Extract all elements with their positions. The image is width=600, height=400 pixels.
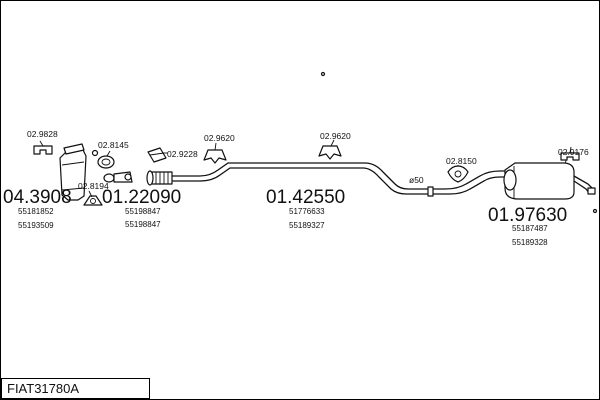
hanger-02-9228-tab	[149, 152, 165, 156]
oem-number: 55187487	[512, 224, 548, 233]
hanger-02-8194	[83, 195, 103, 206]
rubber-ring-02-8150	[447, 165, 469, 183]
oem-number: 51776633	[289, 207, 325, 216]
leader-line	[569, 146, 572, 154]
silencer-endcap	[503, 169, 517, 191]
pipe-flange	[427, 186, 434, 197]
front-pipe-lower	[170, 167, 430, 195]
bolt	[320, 71, 326, 77]
part-number: 01.22090	[102, 187, 181, 208]
callout-label: 02.9828	[27, 129, 58, 139]
callout-label: 02.9228	[167, 149, 198, 159]
part-number: 01.42550	[266, 187, 345, 208]
callout-label: 02.8194	[78, 181, 109, 191]
hanger-02-9228	[147, 147, 167, 163]
part-number: 01.97630	[488, 205, 567, 226]
rear-silencer	[504, 162, 575, 200]
part-number: 04.3908	[3, 187, 72, 208]
clamp-02-8145	[97, 155, 115, 169]
oem-number: 55189327	[289, 221, 325, 230]
pipe-diameter-label: ø50	[409, 175, 424, 185]
hanger-02-9176	[560, 152, 580, 161]
callout-label: 02.9176	[558, 147, 589, 157]
reference-box: FIAT31780A	[1, 378, 150, 399]
flex-pipe	[146, 170, 173, 186]
leader-line	[214, 142, 217, 151]
bolt	[592, 208, 598, 214]
oem-number: 55198847	[125, 220, 161, 229]
front-pipe-upper	[170, 162, 430, 190]
leader-line	[330, 139, 335, 147]
stub-hole	[124, 173, 132, 181]
leader-line	[39, 140, 44, 147]
hanger-02-9828	[33, 145, 53, 155]
rear-pipe-upper	[430, 170, 510, 190]
callout-label: 02.8145	[98, 140, 129, 150]
leader-line	[88, 190, 93, 198]
oem-number: 55193509	[18, 221, 54, 230]
reference-code: FIAT31780A	[7, 381, 80, 396]
rubber-mount-02-9620-a	[203, 149, 227, 164]
leader-line	[106, 150, 111, 157]
lambda-sensor	[91, 149, 99, 157]
catalytic-converter	[59, 143, 87, 201]
oem-number: 55181852	[18, 207, 54, 216]
rear-pipe-lower	[430, 176, 508, 195]
oem-number: 55198847	[125, 207, 161, 216]
oem-number: 55189328	[512, 238, 548, 247]
callout-label: 02.8150	[446, 156, 477, 166]
tailpipe-tip	[587, 187, 596, 195]
rubber-mount-02-9620-b	[318, 145, 342, 160]
callout-label: 02.9620	[320, 131, 351, 141]
callout-label: 02.9620	[204, 133, 235, 143]
